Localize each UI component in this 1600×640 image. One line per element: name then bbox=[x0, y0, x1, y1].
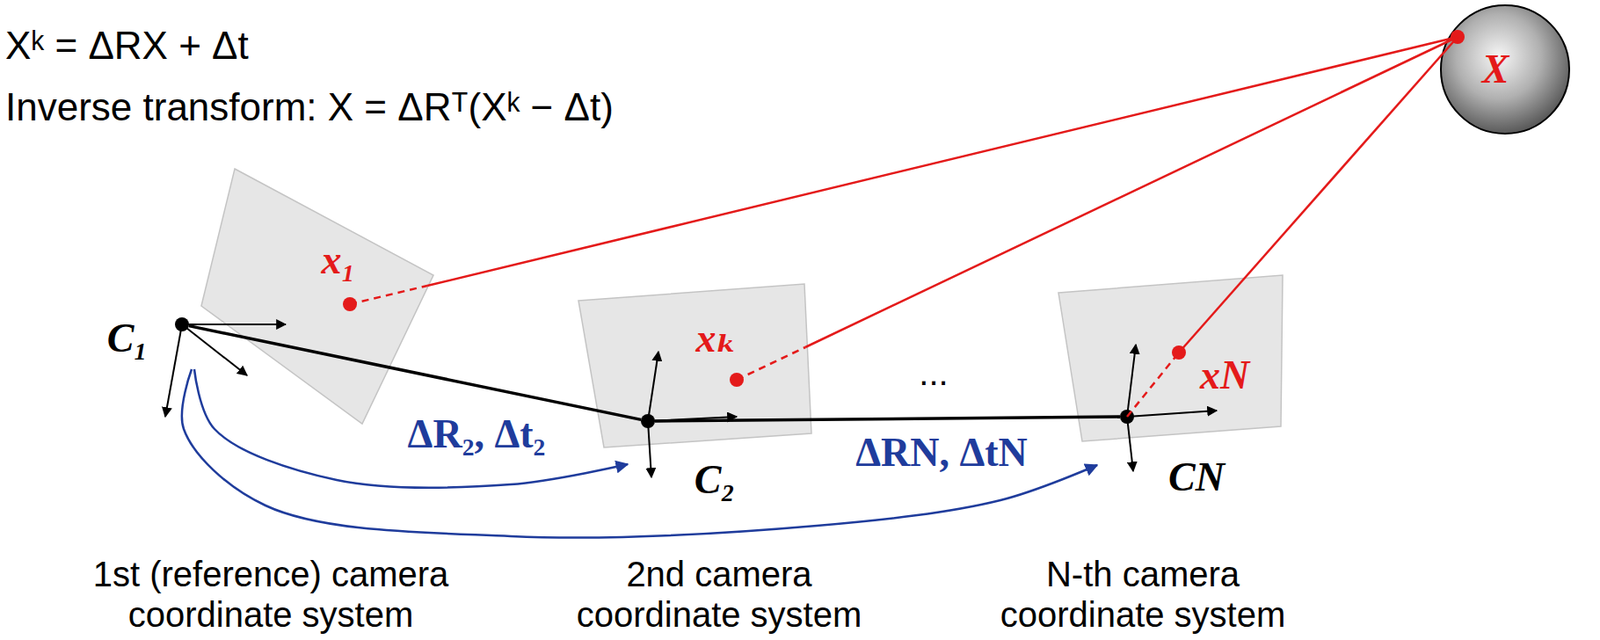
image-plane-shape bbox=[578, 283, 812, 448]
image-point bbox=[342, 297, 357, 312]
sphere-shape bbox=[1440, 5, 1570, 134]
image-points bbox=[342, 29, 1465, 387]
dashed-ray bbox=[1127, 352, 1179, 417]
camera-label: CN bbox=[1168, 455, 1225, 501]
dashed-ray bbox=[349, 285, 428, 305]
coordinate-system-caption: 2nd camera coordinate system bbox=[543, 553, 895, 635]
transform-label: ΔR₂, Δt₂ bbox=[407, 412, 546, 458]
point-label: x₁ bbox=[320, 238, 356, 284]
projection-ray bbox=[1178, 36, 1458, 353]
camera-axes bbox=[165, 324, 1217, 478]
plane-outline bbox=[201, 168, 434, 424]
coordinate-system-caption: 1st (reference) camera coordinate system bbox=[50, 553, 491, 635]
baseline-line bbox=[189, 326, 641, 421]
point-label: xₖ bbox=[695, 316, 737, 362]
transform-arrow bbox=[181, 369, 1098, 538]
point-label: xN bbox=[1200, 353, 1250, 399]
axis-arrow bbox=[181, 323, 286, 326]
baseline-line bbox=[654, 416, 1120, 422]
ellipsis: ... bbox=[918, 353, 948, 393]
world-sphere: X bbox=[1439, 3, 1571, 136]
formula-text: Inverse transform: X = ΔRᵀ(Xᵏ − Δt) bbox=[5, 86, 614, 129]
axis-arrow bbox=[165, 324, 182, 417]
dashed-ray bbox=[736, 347, 806, 380]
camera-label: C₂ bbox=[694, 458, 736, 503]
axis-arrow bbox=[647, 351, 659, 422]
plane-outline bbox=[578, 283, 812, 448]
image-plane: xₖ bbox=[578, 283, 812, 448]
formula-text: Xᵏ = ΔRX + Δt bbox=[5, 24, 249, 67]
camera-label: C₁ bbox=[107, 316, 149, 362]
projection-ray bbox=[805, 36, 1458, 348]
projection-ray bbox=[427, 36, 1458, 286]
transform-label: ΔRN, ΔtN bbox=[855, 430, 1028, 476]
axis-arrow bbox=[1127, 410, 1217, 417]
projection-dashes bbox=[349, 285, 1179, 417]
point-label: X bbox=[1482, 47, 1510, 93]
image-point bbox=[729, 372, 744, 387]
axis-arrow bbox=[647, 421, 652, 478]
transform-arrow bbox=[194, 369, 628, 488]
axis-arrow bbox=[1127, 416, 1134, 472]
coordinate-system-caption: N-th camera coordinate system bbox=[967, 553, 1319, 635]
image-plane-shape bbox=[201, 168, 434, 424]
image-plane: x₁ bbox=[201, 168, 434, 424]
